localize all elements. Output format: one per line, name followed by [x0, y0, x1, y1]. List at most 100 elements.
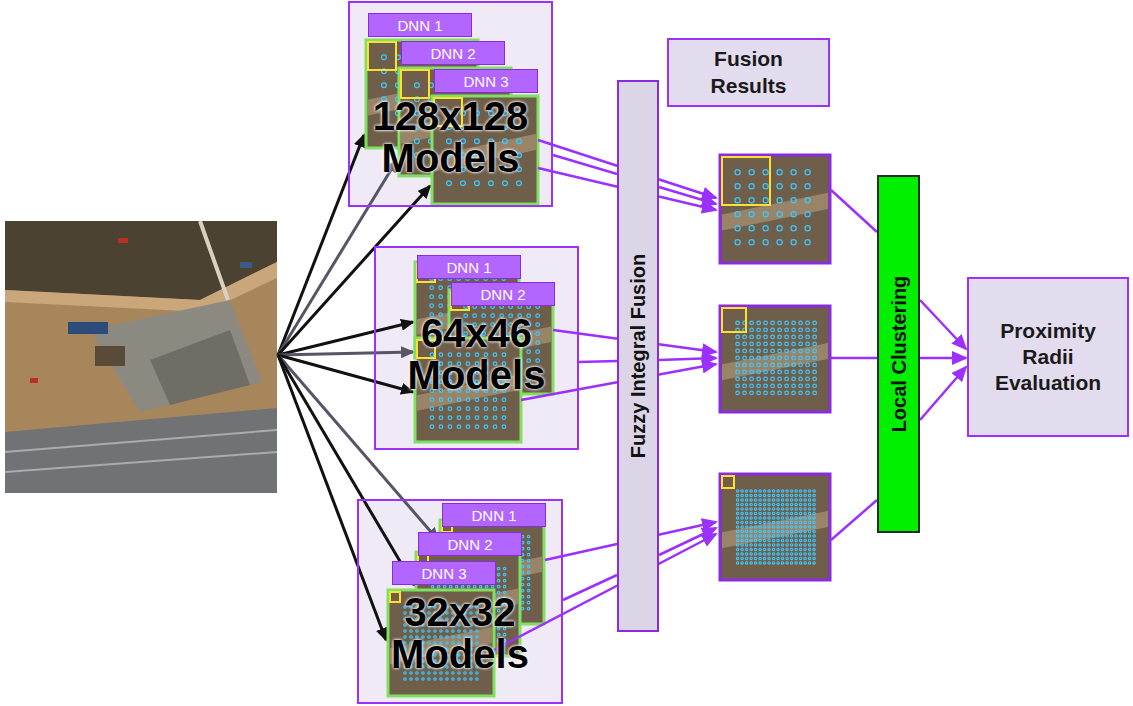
- detection-dot: [422, 678, 424, 680]
- cluster-line: [831, 357, 877, 360]
- detection-dot: [806, 356, 810, 360]
- detection-dot: [736, 503, 738, 505]
- dnn-tab: DNN 3: [434, 69, 538, 93]
- detection-dot: [754, 535, 756, 537]
- model-label: DNN 2: [430, 45, 475, 62]
- fusion-result-image: [720, 155, 830, 580]
- window-square: [390, 592, 400, 602]
- detection-dot: [777, 512, 779, 514]
- detection-dot: [743, 335, 747, 339]
- detection-dot: [736, 490, 738, 492]
- detection-dot: [735, 184, 740, 189]
- detection-dot: [805, 170, 810, 175]
- fusion-line: [659, 187, 716, 204]
- detection-dot: [777, 226, 782, 231]
- detection-dot: [790, 544, 792, 546]
- detection-dot: [781, 503, 783, 505]
- detection-dot: [763, 553, 765, 555]
- detection-dot: [521, 601, 523, 603]
- detection-dot: [791, 170, 796, 175]
- detection-dot: [768, 490, 770, 492]
- detection-dot: [768, 562, 770, 564]
- detection-dot: [754, 490, 756, 492]
- input-image: [240, 262, 252, 268]
- connector: [553, 155, 617, 174]
- detection-dot: [497, 585, 499, 587]
- detection-dot: [735, 226, 740, 231]
- detection-dot: [741, 494, 743, 496]
- detection-dot: [736, 370, 740, 374]
- detection-dot: [786, 503, 788, 505]
- detection-dot: [750, 494, 752, 496]
- detection-dot: [741, 535, 743, 537]
- detection-dot: [736, 321, 740, 325]
- detection-dot: [497, 579, 499, 581]
- detection-dot: [759, 521, 761, 523]
- detection-dot: [781, 517, 783, 519]
- detection-dot: [786, 548, 788, 550]
- detection-dot: [763, 508, 765, 510]
- detection-dot: [536, 332, 540, 336]
- detection-dot: [790, 539, 792, 541]
- detection-dot: [410, 678, 412, 680]
- detection-dot: [790, 521, 792, 523]
- detection-dot: [754, 512, 756, 514]
- detection-dot: [763, 184, 768, 189]
- detection-dot: [404, 678, 406, 680]
- detection-dot: [502, 398, 506, 402]
- detection-dot: [497, 573, 499, 575]
- detection-dot: [502, 425, 506, 429]
- detection-dot: [527, 595, 529, 597]
- detection-dot: [447, 181, 452, 186]
- detection-dot: [813, 526, 815, 528]
- detection-dot: [772, 544, 774, 546]
- group-title: 32x32 Models: [359, 591, 561, 675]
- detection-dot: [750, 503, 752, 505]
- detection-dot: [745, 499, 747, 501]
- model-group-fill: [357, 499, 563, 704]
- detection-dot: [750, 335, 754, 339]
- detection-dot: [743, 377, 747, 381]
- detection-dot: [743, 370, 747, 374]
- detection-dot: [792, 356, 796, 360]
- detection-dot: [759, 503, 761, 505]
- detection-dot: [795, 503, 797, 505]
- detection-dot: [768, 503, 770, 505]
- detection-dot: [736, 342, 740, 346]
- detection-dot: [439, 286, 443, 290]
- detection-dot: [813, 342, 817, 346]
- detection-dot: [382, 55, 387, 60]
- input-image: [5, 221, 277, 493]
- detection-dot: [430, 416, 434, 420]
- detection-dot: [527, 583, 529, 585]
- detection-dot: [736, 391, 740, 395]
- detection-dot: [759, 494, 761, 496]
- detection-dot: [754, 503, 756, 505]
- detection-dot: [786, 499, 788, 501]
- detection-dot: [757, 349, 761, 353]
- detection-dot: [428, 678, 430, 680]
- detection-dot: [521, 577, 523, 579]
- detection-dot: [777, 530, 779, 532]
- detection-dot: [799, 499, 801, 501]
- detection-dot: [750, 363, 754, 367]
- detection-dot: [741, 544, 743, 546]
- detection-dot: [754, 521, 756, 523]
- detection-dot: [527, 607, 529, 609]
- detection-dot: [521, 589, 523, 591]
- fusion-line: [659, 358, 716, 360]
- detection-dot: [741, 553, 743, 555]
- detection-dot: [768, 508, 770, 510]
- input-image: [200, 221, 228, 300]
- detection-dot: [806, 321, 810, 325]
- detection-dot: [768, 553, 770, 555]
- detection-dot: [750, 370, 754, 374]
- detection-dot: [745, 494, 747, 496]
- detection-dot: [745, 544, 747, 546]
- cluster-line: [831, 500, 877, 540]
- model-label: DNN 1: [446, 259, 491, 276]
- detection-dot: [772, 508, 774, 510]
- detection-dot: [745, 508, 747, 510]
- detection-dot: [745, 539, 747, 541]
- detection-dot: [736, 335, 740, 339]
